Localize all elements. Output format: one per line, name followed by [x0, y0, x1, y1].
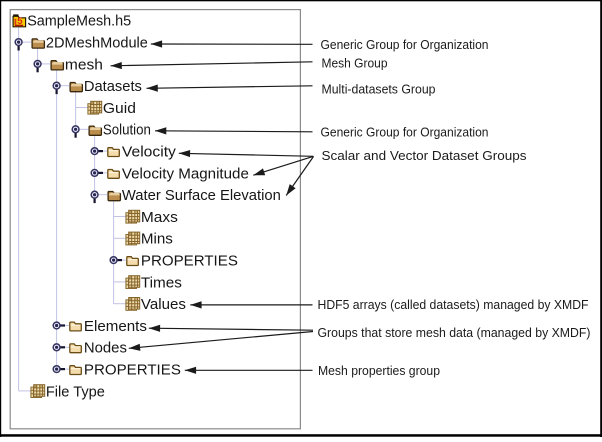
svg-text:Generic Group for Organization: Generic Group for Organization: [321, 125, 489, 139]
svg-text:Groups that store mesh data (m: Groups that store mesh data (managed by …: [318, 326, 591, 340]
svg-text:Mesh Group: Mesh Group: [322, 56, 388, 70]
svg-text:Multi-datasets Group: Multi-datasets Group: [322, 82, 436, 96]
svg-text:Velocity: Velocity: [122, 144, 177, 161]
svg-text:Mesh properties group: Mesh properties group: [318, 364, 440, 378]
svg-text:Datasets: Datasets: [84, 78, 142, 95]
svg-text:Mins: Mins: [141, 231, 173, 248]
svg-text:2DMeshModule: 2DMeshModule: [46, 35, 148, 52]
svg-text:Nodes: Nodes: [84, 340, 127, 357]
svg-text:Solution: Solution: [103, 122, 151, 139]
svg-text:mesh: mesh: [65, 56, 103, 73]
svg-text:Maxs: Maxs: [141, 209, 178, 226]
svg-text:Generic Group for Organization: Generic Group for Organization: [321, 38, 489, 52]
svg-text:PROPERTIES: PROPERTIES: [141, 253, 238, 270]
svg-text:PROPERTIES: PROPERTIES: [84, 362, 181, 379]
svg-text:Water Surface Elevation: Water Surface Elevation: [122, 187, 281, 204]
svg-text:Values: Values: [141, 296, 186, 313]
svg-text:Elements: Elements: [84, 318, 147, 335]
svg-text:Guid: Guid: [103, 100, 136, 117]
svg-text:Velocity Magnitude: Velocity Magnitude: [122, 165, 249, 182]
svg-text:Scalar and Vector Dataset Grou: Scalar and Vector Dataset Groups: [322, 149, 527, 163]
svg-text:File Type: File Type: [46, 383, 105, 400]
svg-text:Times: Times: [141, 274, 182, 291]
svg-text:SampleMesh.h5: SampleMesh.h5: [27, 13, 131, 30]
svg-text:HDF5 arrays (called datasets): HDF5 arrays (called datasets) managed by…: [318, 298, 589, 312]
